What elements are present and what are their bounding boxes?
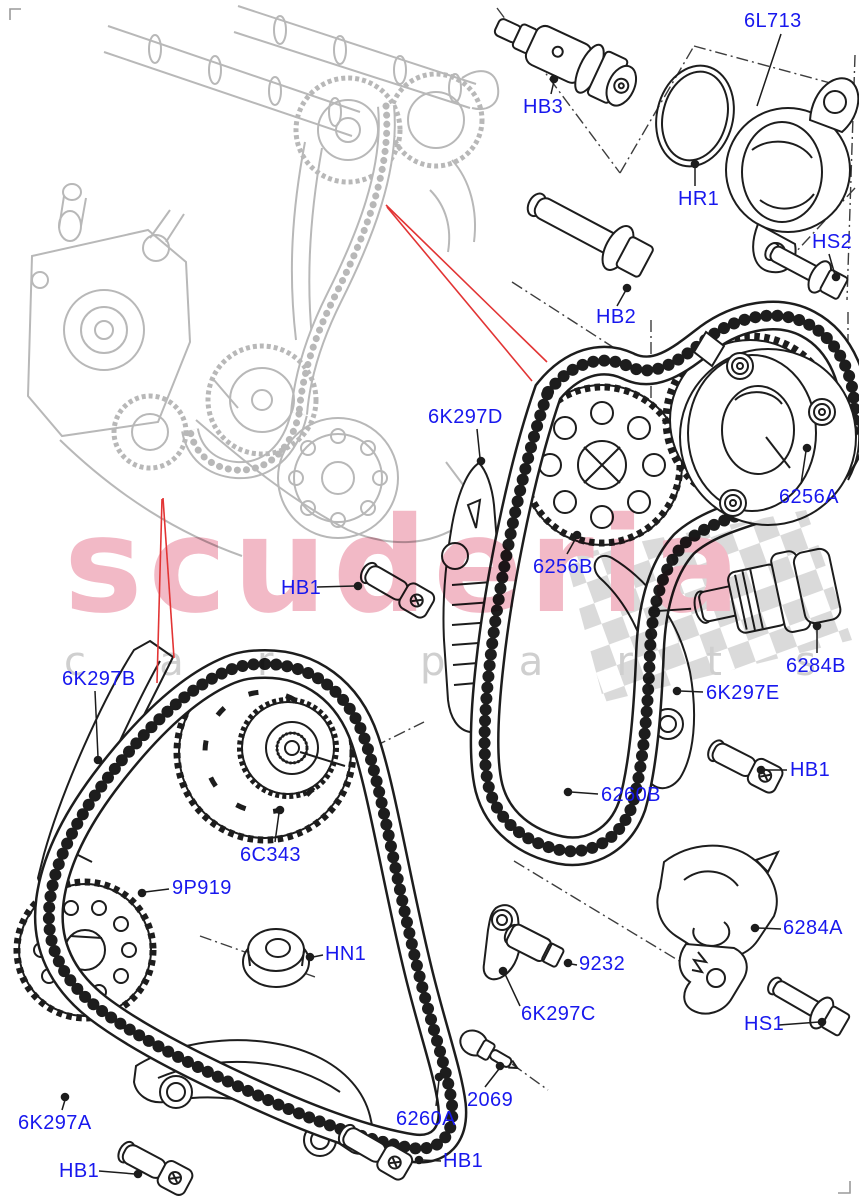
- part-label-6260B-label[interactable]: 6260B: [601, 784, 661, 806]
- leader-line-6256A-label: [800, 450, 807, 485]
- leader-line-HB1-d-label: [421, 1159, 442, 1162]
- part-label-6K297E-label[interactable]: 6K297E: [706, 682, 780, 704]
- page-corner-mark: [838, 1181, 851, 1194]
- leader-line-6K297E-label: [679, 690, 704, 693]
- tensioner-bolt-9232: [503, 923, 565, 968]
- leader-dot-HB1-b-label: [756, 765, 766, 775]
- leader-dot-HR1-label: [690, 159, 700, 169]
- part-label-6K297A-label[interactable]: 6K297A: [18, 1112, 92, 1134]
- leader-dot-HB3-label: [549, 74, 559, 84]
- pin-2069: [459, 1029, 520, 1070]
- part-label-6L713-label[interactable]: 6L713: [744, 10, 802, 32]
- part-label-HS2-label[interactable]: HS2: [812, 231, 853, 253]
- red-locator-line: [162, 497, 175, 659]
- part-label-HB1-c-label[interactable]: HB1: [59, 1160, 100, 1182]
- leader-dot-HB1-d-label: [414, 1155, 424, 1165]
- leader-dot-HS1-label: [817, 1017, 827, 1027]
- vct-unit-6256A: [679, 330, 859, 526]
- page-corner-mark: [9, 8, 21, 20]
- leader-line-HS1-label: [778, 1021, 820, 1026]
- part-label-6K297B-label[interactable]: 6K297B: [62, 668, 136, 690]
- leader-dot-6K297C-label: [498, 966, 508, 976]
- leader-line-HB2-label: [616, 289, 627, 307]
- part-label-9232-label[interactable]: 9232: [579, 953, 626, 975]
- part-label-6284A-label[interactable]: 6284A: [783, 917, 843, 939]
- vct-solenoid-HB3: [493, 18, 638, 107]
- leader-dot-HB1-a-label: [353, 581, 363, 591]
- leader-line-6K297D-label: [476, 428, 481, 459]
- leader-dot-HS2-label: [831, 272, 841, 282]
- leader-dot-HN1-label: [305, 952, 315, 962]
- leader-dot-6256A-label: [802, 443, 812, 453]
- leader-dot-6260A-label: [434, 1072, 444, 1082]
- red-locator-line: [156, 498, 163, 684]
- leader-dot-9P919-label: [137, 888, 147, 898]
- leader-line-2069-label: [484, 1068, 500, 1088]
- leader-dot-6K297D-label: [476, 456, 486, 466]
- leader-line-HB1-a-label: [316, 585, 356, 588]
- leader-dot-6256B-label: [572, 530, 582, 540]
- leader-line-6260A-label: [435, 1079, 440, 1107]
- gasket-oring-HR1: [655, 64, 735, 168]
- engine-reference-illustration: [26, 5, 500, 557]
- part-label-6256A-label[interactable]: 6256A: [779, 486, 839, 508]
- leader-line-HB1-c-label: [98, 1170, 136, 1175]
- part-label-HB3-label[interactable]: HB3: [523, 96, 564, 118]
- part-label-2069-label[interactable]: 2069: [467, 1089, 514, 1111]
- part-label-HS1-label[interactable]: HS1: [744, 1013, 785, 1035]
- leader-dot-6K297E-label: [672, 686, 682, 696]
- leader-dot-2069-label: [495, 1061, 505, 1071]
- red-locator-line: [386, 206, 533, 382]
- part-label-6260A-label[interactable]: 6260A: [396, 1108, 456, 1130]
- part-label-HN1-label[interactable]: HN1: [325, 943, 367, 965]
- leader-dot-HB2-label: [622, 283, 632, 293]
- leader-dot-6284B-label: [812, 621, 822, 631]
- leader-line-9P919-label: [144, 888, 170, 893]
- guide-link-6K297C: [482, 904, 522, 981]
- part-label-6K297D-label[interactable]: 6K297D: [428, 406, 503, 428]
- leader-line-HS2-label: [828, 253, 836, 276]
- part-label-6C343-label[interactable]: 6C343: [240, 844, 301, 866]
- part-label-HB1-b-label[interactable]: HB1: [790, 759, 831, 781]
- leader-dot-6284A-label: [750, 923, 760, 933]
- leader-line-HN1-label: [312, 954, 324, 958]
- leader-dot-6260B-label: [563, 787, 573, 797]
- red-locator-line: [385, 204, 548, 363]
- flange-nut-HN1: [242, 928, 310, 988]
- chain-tensioner-6284A: [656, 844, 781, 1015]
- leader-dot-9232-label: [563, 958, 573, 968]
- leader-line-6C343-label: [274, 812, 280, 843]
- leader-line-6284A-label: [757, 927, 782, 930]
- leader-dot-6C343-label: [275, 805, 285, 815]
- part-label-HB1-d-label[interactable]: HB1: [443, 1150, 484, 1172]
- part-label-HR1-label[interactable]: HR1: [678, 188, 720, 210]
- leader-dot-6K297A-label: [60, 1092, 70, 1102]
- part-label-9P919-label[interactable]: 9P919: [172, 877, 232, 899]
- part-label-6284B-label[interactable]: 6284B: [786, 655, 846, 677]
- part-label-6K297C-label[interactable]: 6K297C: [521, 1003, 596, 1025]
- idler-sprocket-6C343: [173, 660, 357, 844]
- part-label-HB2-label[interactable]: HB2: [596, 306, 637, 328]
- leader-dot-6K297B-label: [93, 755, 103, 765]
- leader-line-6K297B-label: [94, 690, 99, 758]
- part-label-6256B-label[interactable]: 6256B: [533, 556, 593, 578]
- leader-dot-HB1-c-label: [133, 1169, 143, 1179]
- part-label-HB1-a-label[interactable]: HB1: [281, 577, 322, 599]
- leader-line-6K297A-label: [61, 1099, 66, 1111]
- leader-line-6256B-label: [566, 537, 577, 555]
- leader-line-6260B-label: [570, 791, 599, 795]
- leader-line-6L713-label: [756, 33, 782, 107]
- vct-cover-6L713: [725, 77, 859, 274]
- leader-line-6K297C-label: [504, 973, 521, 1007]
- bolt-HB2: [526, 192, 654, 278]
